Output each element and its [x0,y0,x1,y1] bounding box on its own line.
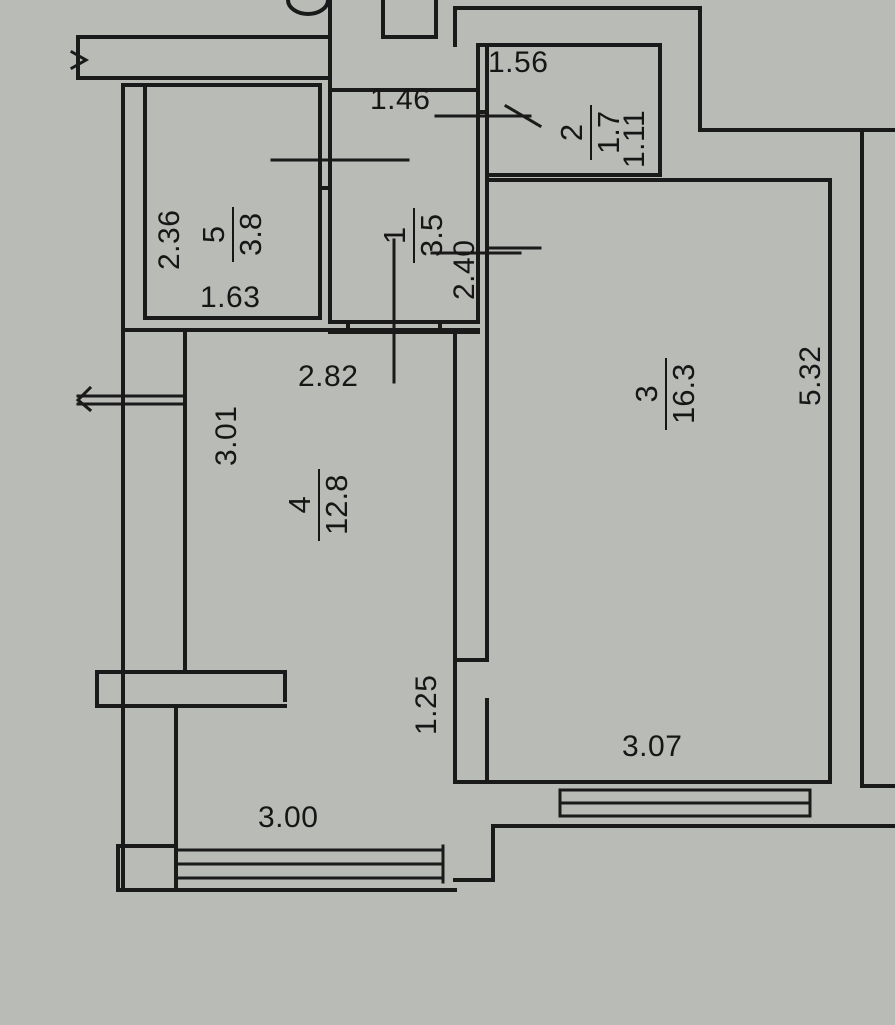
dimension-1-56: 1.56 [488,46,549,79]
dim-tick-1-7 [503,103,543,129]
dimension-3-01: 3.01 [210,405,243,466]
dimension-1-63: 1.63 [200,281,261,314]
dimension-1-25: 1.25 [410,674,443,735]
dimension-1-46: 1.46 [370,83,431,116]
break-symbol-top-left [69,49,90,71]
room-1-number: 1 [377,226,412,245]
room-4-number: 4 [282,496,317,514]
room-label-1: 1 3.5 [377,207,449,263]
room-label-2: 2 1.7 [554,104,626,160]
dimension-1-11: 1.11 [618,109,651,168]
dimension-2-82: 2.82 [298,360,359,393]
room-1-area: 3.5 [412,207,449,263]
break-symbol-left [75,385,93,413]
room-5-number: 5 [196,225,231,244]
room-2-number: 2 [554,123,589,142]
room-3-area: 16.3 [664,357,701,430]
room-5-area: 3.8 [231,206,268,262]
dimension-2-40: 2.40 [448,239,481,300]
dimension-3-07: 3.07 [622,730,683,763]
room-label-5: 5 3.8 [196,206,268,262]
room-3-number: 3 [629,385,664,403]
room-4-area: 12.8 [317,468,354,541]
dimension-2-36: 2.36 [153,209,186,270]
room-label-3: 3 16.3 [629,357,701,430]
room-label-4: 4 12.8 [282,468,354,541]
dimension-5-32: 5.32 [794,345,827,406]
dimension-3-00: 3.00 [258,801,319,834]
door-swing-arc-top [285,0,331,16]
wall-lines [69,0,895,892]
